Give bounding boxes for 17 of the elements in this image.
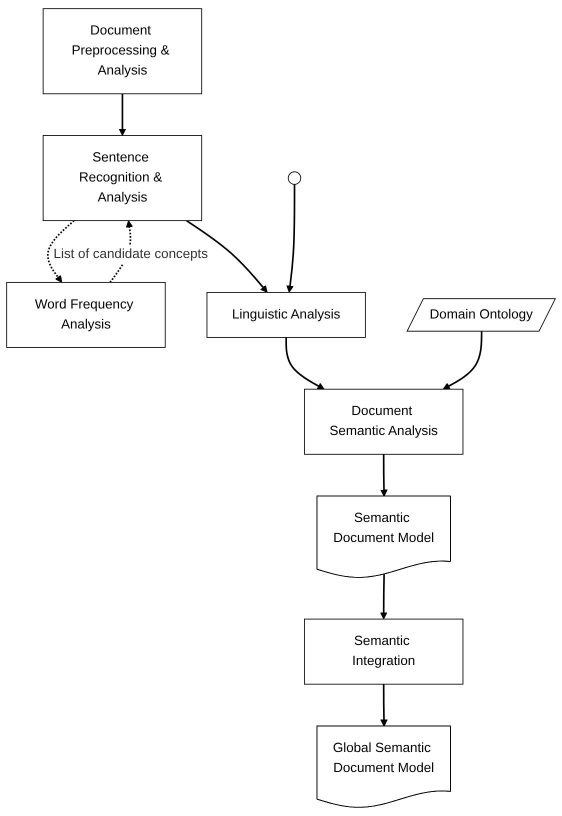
arrow — [380, 454, 388, 497]
node-box: Document Semantic Analysis — [304, 388, 464, 455]
node-box: Word Frequency Analysis — [6, 282, 166, 348]
arrow — [286, 184, 296, 293]
node-box: Document Preprocessing & Analysis — [42, 8, 202, 94]
arrow — [380, 574, 388, 620]
arrow — [47, 220, 75, 283]
arrow — [186, 220, 268, 293]
arrow — [118, 94, 126, 136]
arrow — [380, 684, 388, 727]
node-box: Semantic Integration — [304, 618, 464, 685]
arrow — [442, 332, 482, 390]
edge-label: List of candidate concepts — [54, 246, 208, 262]
node-box: Linguistic Analysis — [206, 292, 366, 338]
node-box: Sentence Recognition & Analysis — [42, 135, 202, 222]
arrow — [285, 338, 325, 390]
node-circle — [288, 171, 302, 185]
